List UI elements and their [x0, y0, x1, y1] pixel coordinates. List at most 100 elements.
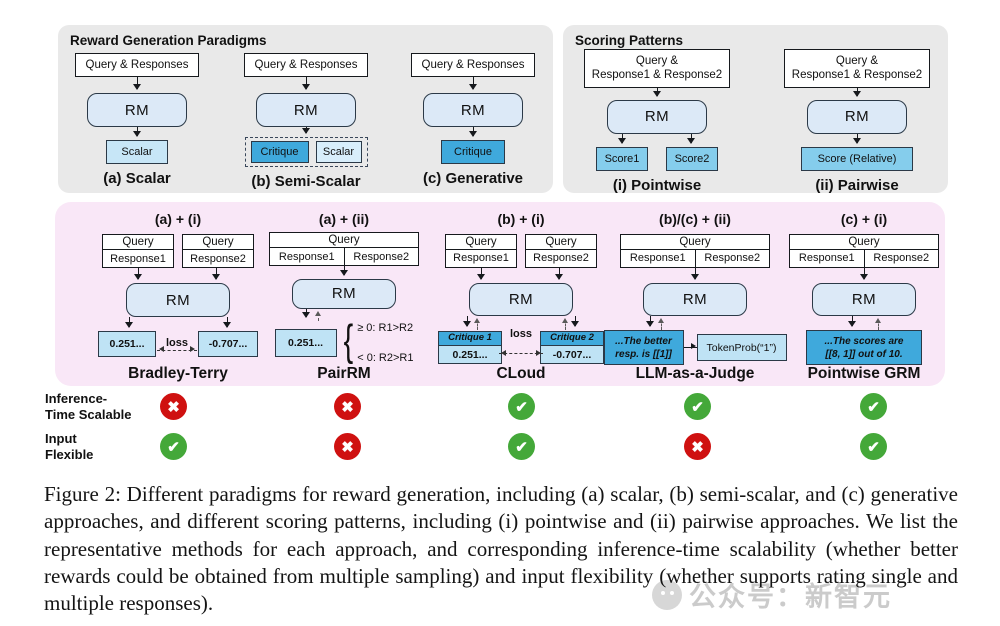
- check-icon: ✔: [508, 393, 535, 420]
- combination-header: (c) + (i): [840, 211, 888, 227]
- query-responses-box: Query & Responses: [411, 53, 535, 78]
- query-cell: Query: [446, 235, 516, 250]
- reward-outputs: Critique 1 0.251... loss Critique 2 -0.7…: [438, 329, 604, 365]
- combination-header: (b)/(c) + (ii): [659, 211, 731, 227]
- cross-icon: ✖: [160, 393, 187, 420]
- down-arrow-icon: [860, 267, 869, 280]
- method-pairrm: (a) + (ii) Query Response1 Response2 RM …: [256, 211, 432, 383]
- down-arrow-icon: [469, 77, 478, 91]
- critique-score-stack: Critique 1 0.251...: [438, 330, 502, 365]
- connector: [62, 77, 212, 93]
- critique-output-box: Critique: [441, 140, 505, 165]
- connector: [62, 127, 212, 140]
- input-label-line: Response1 & Response2: [591, 69, 723, 82]
- response1-cell: Response1: [110, 252, 166, 265]
- method-bradley-terry: (a) + (i) Query Response1 Query Response…: [90, 211, 266, 383]
- down-arrow-icon: [133, 127, 142, 138]
- down-arrow-icon: [848, 316, 857, 328]
- dashed-up-arrow-icon: [874, 318, 881, 331]
- loss-connector: loss: [156, 331, 198, 357]
- connector: [231, 77, 381, 93]
- query-response1-table: Query Response1: [445, 233, 517, 268]
- check-icon: ✔: [860, 433, 887, 460]
- down-arrow-icon: [223, 317, 232, 328]
- row-label-input-flexible: Input Flexible: [45, 431, 93, 464]
- input-label-line: Query &: [835, 55, 879, 67]
- score-output-box: 0.251...: [439, 346, 501, 364]
- score1-box: Score1: [596, 146, 648, 171]
- connector: [776, 316, 952, 331]
- scalar-output-box: Scalar: [315, 141, 362, 164]
- connector: [398, 77, 548, 93]
- dashed-up-arrow-icon: [314, 310, 321, 321]
- critique-header: Critique 2: [541, 331, 603, 347]
- down-arrow-icon: [691, 267, 700, 280]
- rm-box: RM: [643, 282, 747, 317]
- rm-box: RM: [812, 282, 916, 317]
- dashed-up-arrow-icon: [657, 318, 664, 330]
- judgment-line: ...The better: [615, 335, 672, 347]
- connector: [256, 266, 432, 279]
- query-responses-table: Query Response1 Response2: [789, 233, 939, 268]
- query-response2-table: Query Response2: [182, 234, 254, 268]
- row-label-inference-time-scalable: Inference- Time Scalable: [45, 391, 131, 424]
- paradigm-caption: (a) Scalar: [103, 170, 171, 188]
- connector: [90, 317, 266, 331]
- response2-cell: Response2: [343, 248, 419, 265]
- down-arrow-icon: [555, 267, 564, 280]
- connector: [607, 267, 783, 283]
- panel-title: Scoring Patterns: [575, 33, 684, 48]
- rm-box: RM: [126, 283, 230, 317]
- critique-score-stack: Critique 2 -0.707...: [540, 330, 604, 365]
- score-output-box: -0.707...: [541, 346, 603, 364]
- cross-icon: ✖: [334, 393, 361, 420]
- wechat-icon: [652, 579, 682, 610]
- scalar-output-box: Scalar: [106, 140, 168, 165]
- down-arrow-icon: [618, 133, 627, 144]
- down-arrow-icon: [853, 87, 862, 97]
- method-name: PairRM: [317, 365, 371, 382]
- query-responses-box: Query & Response1 & Response2: [784, 49, 930, 88]
- input-label-line: Query &: [635, 55, 679, 67]
- down-arrow-icon: [477, 267, 486, 280]
- watermark: 公众号：新智元: [652, 575, 892, 614]
- figure-caption: Figure 2: Different paradigms for reward…: [44, 482, 958, 616]
- response2-cell: Response2: [863, 249, 939, 267]
- score-output-box: 0.251...: [98, 331, 156, 357]
- down-arrow-icon: [302, 127, 311, 135]
- method-name: Pointwise GRM: [807, 365, 921, 382]
- query-cell: Query: [526, 235, 596, 250]
- down-arrow-icon: [134, 268, 143, 280]
- response2-cell: Response2: [533, 252, 589, 265]
- query-cell: Query: [621, 235, 769, 250]
- paradigm-caption: (b) Semi-Scalar: [251, 173, 361, 191]
- down-arrow-icon: [653, 87, 662, 97]
- judgment-line: resp. is [[1]]: [615, 348, 672, 360]
- loss-arrow-icon: [157, 346, 197, 353]
- rm-box: RM: [292, 279, 396, 309]
- input-tables: Query Response1 Query Response2: [445, 233, 597, 268]
- rm-box: RM: [469, 282, 573, 317]
- scoring-patterns-panel: Scoring Patterns Query & Response1 & Res…: [563, 25, 948, 194]
- connector: [433, 267, 609, 283]
- score2-box: Score2: [666, 146, 718, 171]
- rm-box: RM: [607, 99, 707, 134]
- query-response2-table: Query Response2: [525, 233, 597, 268]
- reward-outputs: 0.251... { ≥ 0: R1>R2 < 0: R2>R1: [274, 318, 413, 365]
- paradigm-semi-scalar-column: Query & Responses RM Critique Scalar (b)…: [231, 53, 381, 190]
- response1-cell: Response1: [278, 250, 335, 263]
- loss-label: loss: [165, 336, 188, 349]
- response2-cell: Response2: [190, 252, 246, 265]
- combination-header: (a) + (ii): [318, 211, 370, 227]
- panel-title: Reward Generation Paradigms: [70, 33, 267, 48]
- input-tables: Query Response1 Query Response2: [102, 234, 254, 268]
- tokenprob-box: TokenProb(“1”): [696, 334, 787, 361]
- check-icon: ✔: [508, 433, 535, 460]
- query-response1-table: Query Response1: [102, 234, 174, 268]
- reward-outputs: ...The better resp. is [[1]] TokenProb(“…: [603, 330, 787, 365]
- dashed-up-arrow-icon: [473, 318, 480, 330]
- row-label-line: Inference-: [45, 391, 108, 406]
- decision-rules: ≥ 0: R1>R2 < 0: R2>R1: [357, 322, 413, 364]
- row-label-line: Time Scalable: [45, 407, 132, 423]
- score-output-box: -0.707...: [198, 331, 258, 357]
